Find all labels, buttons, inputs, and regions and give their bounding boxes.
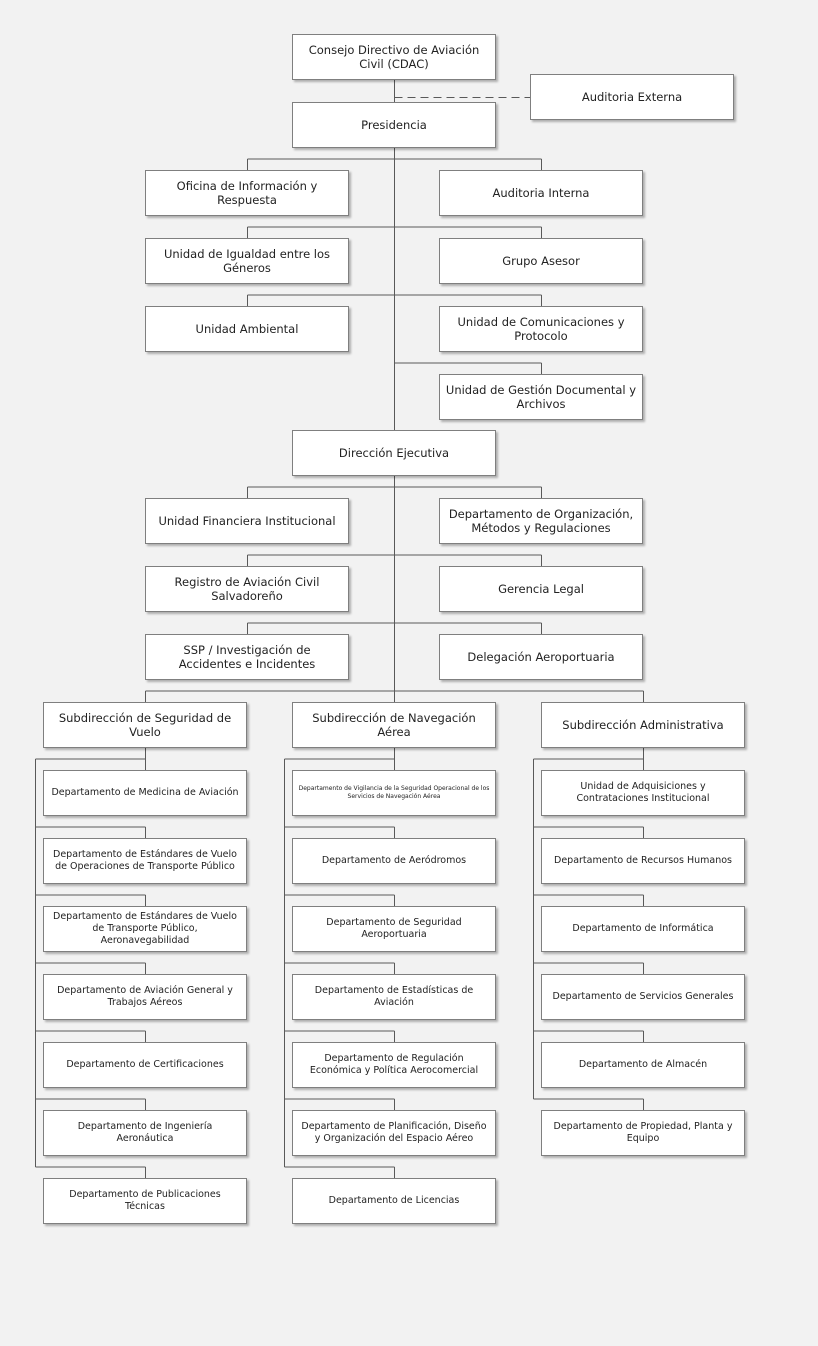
dept-propiedad-planta: Departamento de Propiedad, Planta y Equi… [541, 1110, 745, 1156]
node-registro-aviacion: Registro de Aviación Civil Salvadoreño [145, 566, 349, 612]
dept-aviacion-general: Departamento de Aviación General y Traba… [43, 974, 247, 1020]
dept-estadisticas-aviacion: Departamento de Estadísticas de Aviación [292, 974, 496, 1020]
node-ssp-investigacion: SSP / Investigación de Accidentes e Inci… [145, 634, 349, 680]
dept-recursos-humanos: Departamento de Recursos Humanos [541, 838, 745, 884]
node-presidencia: Presidencia [292, 102, 496, 148]
dept-regulacion-economica: Departamento de Regulación Económica y P… [292, 1042, 496, 1088]
node-subdir-seguridad-vuelo: Subdirección de Seguridad de Vuelo [43, 702, 247, 748]
node-auditoria-externa: Auditoria Externa [530, 74, 734, 120]
node-auditoria-interna: Auditoria Interna [439, 170, 643, 216]
dept-seguridad-aeroportuaria: Departamento de Seguridad Aeroportuaria [292, 906, 496, 952]
node-subdir-navegacion-aerea: Subdirección de Navegación Aérea [292, 702, 496, 748]
dept-estandares-aeronavegabilidad: Departamento de Estándares de Vuelo de T… [43, 906, 247, 952]
dept-medicina-aviacion: Departamento de Medicina de Aviación [43, 770, 247, 816]
dept-ingenieria-aeronautica: Departamento de Ingeniería Aeronáutica [43, 1110, 247, 1156]
dept-licencias: Departamento de Licencias [292, 1178, 496, 1224]
node-subdir-administrativa: Subdirección Administrativa [541, 702, 745, 748]
node-unidad-igualdad: Unidad de Igualdad entre los Géneros [145, 238, 349, 284]
dept-aerodromos: Departamento de Aeródromos [292, 838, 496, 884]
node-direccion-ejecutiva: Dirección Ejecutiva [292, 430, 496, 476]
dept-publicaciones-tecnicas: Departamento de Publicaciones Técnicas [43, 1178, 247, 1224]
node-unidad-comunicaciones: Unidad de Comunicaciones y Protocolo [439, 306, 643, 352]
node-grupo-asesor: Grupo Asesor [439, 238, 643, 284]
node-unidad-financiera: Unidad Financiera Institucional [145, 498, 349, 544]
node-gerencia-legal: Gerencia Legal [439, 566, 643, 612]
dept-informatica: Departamento de Informática [541, 906, 745, 952]
node-delegacion-aeroportuaria: Delegación Aeroportuaria [439, 634, 643, 680]
node-unidad-gestion-documental: Unidad de Gestión Documental y Archivos [439, 374, 643, 420]
dept-almacen: Departamento de Almacén [541, 1042, 745, 1088]
dept-estandares-operaciones: Departamento de Estándares de Vuelo de O… [43, 838, 247, 884]
dept-servicios-generales: Departamento de Servicios Generales [541, 974, 745, 1020]
node-cdac: Consejo Directivo de Aviación Civil (CDA… [292, 34, 496, 80]
node-depto-organizacion: Departamento de Organización, Métodos y … [439, 498, 643, 544]
node-unidad-ambiental: Unidad Ambiental [145, 306, 349, 352]
dept-planificacion-espacio: Departamento de Planificación, Diseño y … [292, 1110, 496, 1156]
dept-vigilancia-seguridad: Departamento de Vigilancia de la Segurid… [292, 770, 496, 816]
dept-certificaciones: Departamento de Certificaciones [43, 1042, 247, 1088]
node-oficina-informacion: Oficina de Información y Respuesta [145, 170, 349, 216]
dept-adquisiciones: Unidad de Adquisiciones y Contrataciones… [541, 770, 745, 816]
